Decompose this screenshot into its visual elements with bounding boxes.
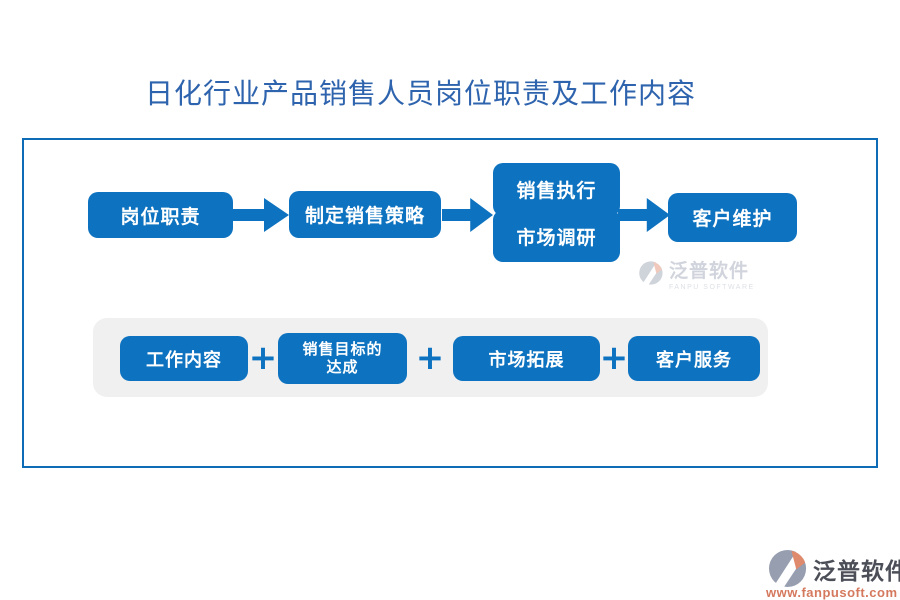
plus-icon: + xyxy=(599,337,629,378)
watermark: 泛普软件 FANPU SOFTWARE xyxy=(638,256,755,291)
footer-logo: 泛普软件 www.fanpusoft.com xyxy=(766,548,900,600)
flow-node-label: 市场调研 xyxy=(516,227,597,249)
plus-icon: + xyxy=(248,337,278,378)
work-item-sales-target: 销售目标的 达成 xyxy=(278,333,407,384)
flow-node-customer-maintenance: 客户维护 xyxy=(668,193,797,242)
watermark-subtitle: FANPU SOFTWARE xyxy=(669,284,755,291)
watermark-text: 泛普软件 FANPU SOFTWARE xyxy=(669,256,755,291)
flow-node-label: 客户维护 xyxy=(692,209,773,230)
work-item-label: 工作内容 xyxy=(146,349,222,370)
work-item-label: 客户服务 xyxy=(656,349,732,370)
right-arrow-icon xyxy=(442,198,493,232)
work-item-label: 销售目标的 达成 xyxy=(302,340,383,376)
work-item-market-expansion: 市场拓展 xyxy=(453,336,600,381)
work-item-content: 工作内容 xyxy=(120,336,248,381)
work-item-customer-service: 客户服务 xyxy=(628,336,760,381)
page-title: 日化行业产品销售人员岗位职责及工作内容 xyxy=(144,79,696,110)
flow-node-market-research: 市场调研 xyxy=(493,210,620,262)
flow-node-label: 销售执行 xyxy=(516,181,597,202)
flow-node-sales-execution: 销售执行 xyxy=(493,163,620,216)
right-arrow-icon xyxy=(618,198,670,232)
fanpu-logo-icon xyxy=(639,261,663,286)
right-arrow-icon xyxy=(233,198,289,232)
flow-node-job-duties: 岗位职责 xyxy=(88,192,233,238)
work-item-label: 市场拓展 xyxy=(488,349,565,370)
footer-url: www.fanpusoft.com xyxy=(766,585,898,600)
flow-node-sales-strategy: 制定销售策略 xyxy=(289,191,441,238)
watermark-brand: 泛普软件 xyxy=(669,261,750,282)
plus-icon: + xyxy=(415,337,445,378)
diagram-frame xyxy=(22,138,878,468)
fanpu-logo-icon xyxy=(768,549,807,589)
footer-brand: 泛普软件 xyxy=(813,558,900,584)
flow-node-label: 岗位职责 xyxy=(120,206,201,228)
flow-node-label: 制定销售策略 xyxy=(304,206,425,227)
